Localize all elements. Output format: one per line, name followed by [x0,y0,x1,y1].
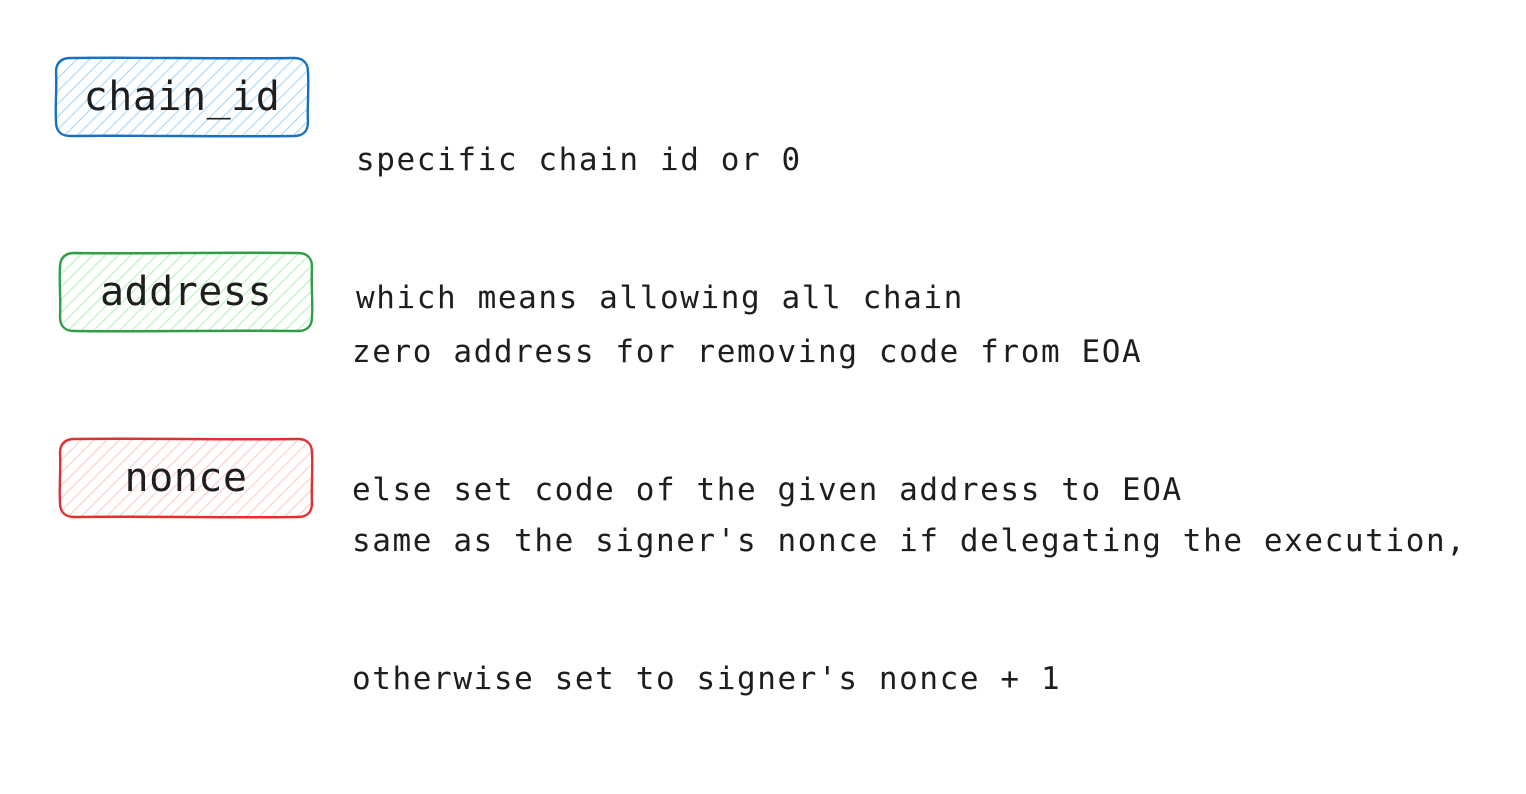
nonce-box: nonce [58,437,314,519]
nonce-label: nonce [124,455,248,501]
nonce-description: same as the signer's nonce if delegating… [352,426,1467,794]
address-label: address [99,269,273,315]
address-box: address [58,251,314,333]
nonce-description-line-2: otherwise set to signer's nonce + 1 [352,661,1062,697]
chain-id-description-line-1: specific chain id or 0 [356,142,802,178]
address-description-line-1: zero address for removing code from EOA [352,334,1143,370]
chain-id-description: specific chain id or 0 which means allow… [356,45,964,413]
address-description: zero address for removing code from EOA … [352,237,1183,605]
chain-id-description-line-2: which means allowing all chain [356,280,964,316]
nonce-box-shape [58,437,314,519]
address-description-line-2: else set code of the given address to EO… [352,472,1183,508]
address-box-shape [58,251,314,333]
chain-id-label: chain_id [83,74,281,120]
nonce-description-line-1: same as the signer's nonce if delegating… [352,523,1467,559]
chain-id-box: chain_id [54,56,310,138]
chain-id-box-shape [54,56,310,138]
